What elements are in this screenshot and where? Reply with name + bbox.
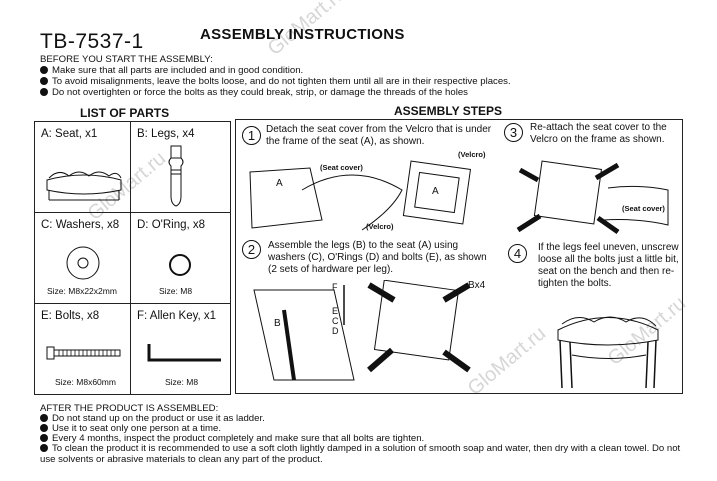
part-cell-orings: D: O'Ring, x8 Size: M8 (131, 213, 231, 304)
part-cell-allen-key: F: Allen Key, x1 Size: M8 (131, 304, 231, 395)
after-item: To clean the product it is recommended t… (40, 443, 690, 465)
before-item: Make sure that all parts are included an… (40, 65, 303, 76)
label-c: C (332, 316, 339, 326)
bullet-icon (40, 434, 48, 442)
washer-icon (66, 246, 100, 280)
label-e: E (332, 306, 339, 316)
oring-icon (169, 254, 191, 276)
step-text: If the legs feel uneven, unscrew loose a… (538, 242, 679, 289)
step-number: 4 (508, 244, 527, 263)
after-item-text: Every 4 months, inspect the product comp… (52, 433, 425, 444)
step-text: Re-attach the seat cover to the Velcro o… (530, 122, 667, 145)
part-label: F: Allen Key, x1 (137, 310, 217, 322)
part-size: Size: M8 (165, 377, 199, 387)
after-item: Use it to seat only one person at a time… (40, 423, 221, 434)
parts-heading: LIST OF PARTS (80, 106, 170, 120)
part-cell-legs: B: Legs, x4 (131, 122, 231, 213)
after-item-text: Do not stand up on the product or use it… (52, 413, 265, 424)
steps-heading: ASSEMBLY STEPS (394, 104, 503, 118)
part-label: B: Legs, x4 (137, 128, 195, 140)
label-seat-cover: (Seat cover) (320, 163, 363, 172)
after-item-text: Use it to seat only one person at a time… (52, 423, 222, 434)
bullet-icon (40, 77, 48, 85)
steps-panel: 1 Detach the seat cover from the Velcro … (235, 119, 683, 394)
step4-bench-illustration (557, 316, 659, 389)
part-cell-seat: A: Seat, x1 (35, 122, 131, 213)
model-number: TB-7537-1 (40, 30, 144, 53)
step-number: 3 (504, 123, 523, 142)
page-title: ASSEMBLY INSTRUCTIONS (200, 26, 405, 43)
parts-table: A: Seat, x1 B: Legs, x4 C: Washers, x8 S… (34, 121, 231, 395)
part-label: E: Bolts, x8 (41, 310, 100, 322)
label-d: D (332, 326, 339, 336)
step-text: Detach the seat cover from the Velcro th… (266, 124, 492, 147)
allen-key-icon (147, 344, 221, 362)
bullet-icon (40, 444, 48, 452)
label-b: B (274, 318, 281, 329)
part-label: C: Washers, x8 (41, 219, 120, 231)
before-item: Do not overtighten or force the bolts as… (40, 87, 468, 98)
before-item-text: To avoid misalignments, leave the bolts … (52, 76, 511, 87)
seat-illustration (46, 171, 122, 201)
before-item: To avoid misalignments, leave the bolts … (40, 76, 511, 87)
label-a: A (276, 178, 283, 189)
label-a: A (432, 186, 439, 197)
part-size: Size: M8 (159, 286, 193, 296)
label-seat-cover: (Seat cover) (622, 204, 665, 213)
bullet-icon (40, 88, 48, 96)
step-number: 2 (242, 240, 261, 259)
bullet-icon (40, 424, 48, 432)
before-item-text: Do not overtighten or force the bolts as… (52, 87, 468, 98)
step-text: Assemble the legs (B) to the seat (A) us… (268, 240, 487, 275)
part-cell-bolts: E: Bolts, x8 Size: M8x60mm (35, 304, 131, 395)
part-label: D: O'Ring, x8 (137, 219, 206, 231)
bolt-icon (46, 346, 121, 360)
step3-illustration (516, 160, 669, 235)
leg-illustration (168, 145, 184, 207)
part-size: Size: M8x22x2mm (47, 286, 117, 296)
before-heading: BEFORE YOU START THE ASSEMBLY: (40, 54, 213, 65)
step2-illustration (253, 280, 471, 381)
before-item-text: Make sure that all parts are included an… (52, 65, 304, 76)
part-cell-washers: C: Washers, x8 Size: M8x22x2mm (35, 213, 131, 304)
label-bx4: Bx4 (468, 280, 486, 291)
bullet-icon (40, 414, 48, 422)
label-velcro: (Velcro) (458, 150, 486, 159)
after-item: Do not stand up on the product or use it… (40, 413, 265, 424)
label-f: F (332, 282, 338, 292)
part-label: A: Seat, x1 (41, 128, 98, 140)
label-velcro: (Velcro) (366, 222, 394, 231)
after-item: Every 4 months, inspect the product comp… (40, 433, 424, 444)
part-size: Size: M8x60mm (55, 377, 116, 387)
after-heading: AFTER THE PRODUCT IS ASSEMBLED: (40, 403, 219, 414)
bullet-icon (40, 66, 48, 74)
step1-illustration (249, 160, 472, 231)
step-number: 1 (242, 126, 261, 145)
after-item-text: To clean the product it is recommended t… (40, 443, 681, 465)
